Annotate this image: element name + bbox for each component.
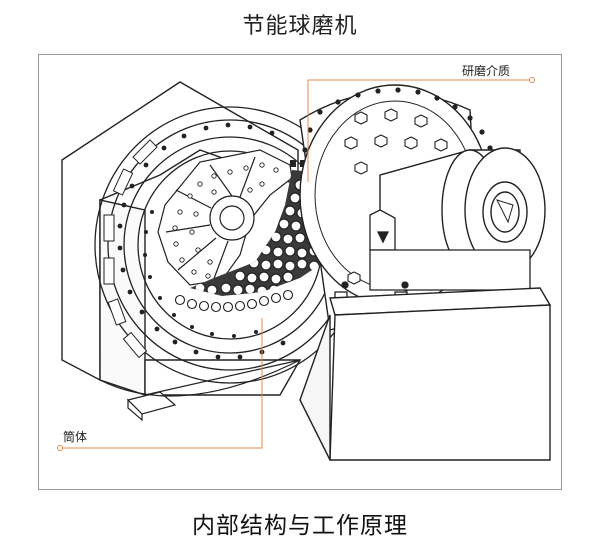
- shell-lower-edge: [99, 359, 301, 397]
- trunnion-shaft: [379, 147, 546, 273]
- diagram-title: 节能球磨机: [242, 14, 358, 39]
- grinding-media-label: 研磨介质: [462, 64, 511, 78]
- foundation-block: [299, 287, 552, 461]
- end-cover-bolts: [302, 87, 493, 153]
- grate-holes: [172, 162, 279, 279]
- bearing-seat: [334, 209, 531, 299]
- diagram-frame: [38, 54, 562, 490]
- shell-label: 筒体: [63, 430, 88, 444]
- diagram-subtitle: 内部结构与工作原理: [192, 513, 408, 539]
- flange-bolts: [117, 122, 286, 360]
- liner-plates: [103, 139, 158, 359]
- callout-lines: [57, 77, 535, 451]
- bottom-balls: [174, 289, 294, 313]
- grate-plate: [157, 149, 293, 286]
